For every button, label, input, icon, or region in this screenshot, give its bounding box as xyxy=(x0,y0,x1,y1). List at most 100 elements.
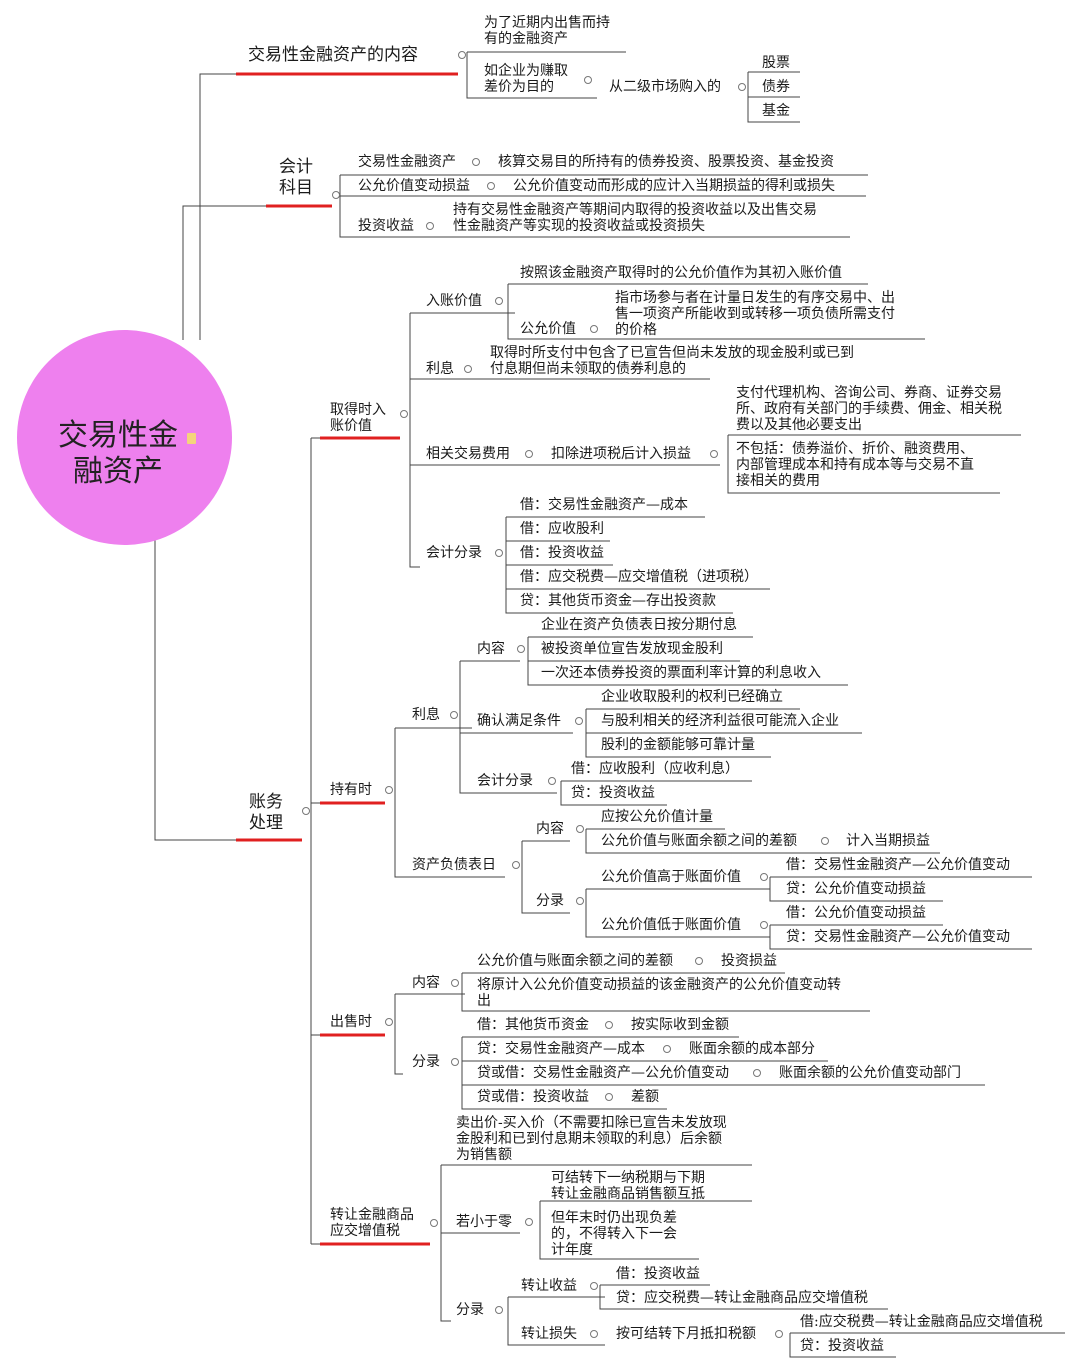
entry-credit-fvpl[interactable]: 贷：公允价值变动损益 xyxy=(786,881,926,897)
collapse-icon[interactable] xyxy=(517,645,525,653)
node-fv-change-desc[interactable]: 公允价值变动而形成的应计入当期损益的得利或损失 xyxy=(513,178,835,194)
node-sale-content[interactable]: 内容 xyxy=(412,975,440,991)
collapse-icon[interactable] xyxy=(821,837,829,845)
branch-accounts[interactable]: 会计 科目 xyxy=(279,157,313,198)
node-cond-measure[interactable]: 股利的金额能够可靠计量 xyxy=(601,737,755,753)
collapse-icon[interactable] xyxy=(584,76,592,84)
branch-content[interactable]: 交易性金融资产的内容 xyxy=(248,45,418,65)
node-fee-deduct[interactable]: 扣除进项税后计入损益 xyxy=(551,446,691,462)
collapse-icon[interactable] xyxy=(695,957,703,965)
collapse-icon[interactable] xyxy=(495,297,503,305)
node-acquisition[interactable]: 取得时入 账价值 xyxy=(330,402,386,434)
collapse-icon[interactable] xyxy=(576,825,584,833)
node-journal[interactable]: 会计分录 xyxy=(426,545,482,561)
entry-debit-tfa-fvchange[interactable]: 借：交易性金融资产—公允价值变动 xyxy=(786,857,1010,873)
node-interest-desc[interactable]: 取得时所支付中包含了已宣告但尚未发放的现金股利或已到 付息期但尚未领取的债券利息… xyxy=(490,345,854,377)
node-transfer-gain[interactable]: 转让收益 xyxy=(521,1278,577,1294)
collapse-icon[interactable] xyxy=(458,51,466,59)
node-investment-income[interactable]: 投资收益 xyxy=(358,218,414,234)
collapse-icon[interactable] xyxy=(430,1219,438,1227)
entry-credit-inv-income[interactable]: 贷：投资收益 xyxy=(800,1338,884,1354)
collapse-icon[interactable] xyxy=(332,191,340,199)
collapse-icon[interactable] xyxy=(576,897,584,905)
collapse-icon[interactable] xyxy=(738,83,746,91)
collapse-icon[interactable] xyxy=(464,365,472,373)
node-hold-interest[interactable]: 利息 xyxy=(412,707,440,723)
node-fv-lower[interactable]: 公允价值低于账面价值 xyxy=(601,917,741,933)
collapse-icon[interactable] xyxy=(385,786,393,794)
collapse-icon[interactable] xyxy=(426,222,434,230)
entry-debit-income[interactable]: 借：投资收益 xyxy=(520,545,604,561)
node-tfa[interactable]: 交易性金融资产 xyxy=(358,154,456,170)
root-node[interactable] xyxy=(17,330,232,545)
node-transaction-fees[interactable]: 相关交易费用 xyxy=(426,446,510,462)
node-cond-right[interactable]: 企业收取股利的权利已经确立 xyxy=(601,689,783,705)
collapse-icon[interactable] xyxy=(590,1282,598,1290)
collapse-icon[interactable] xyxy=(590,325,598,333)
entry-tfa-fvchange[interactable]: 贷或借：交易性金融资产—公允价值变动 xyxy=(477,1065,729,1081)
entry-credit-vat-payable[interactable]: 贷：应交税费—转让金融商品应交增值税 xyxy=(616,1290,868,1306)
node-tfa-desc[interactable]: 核算交易目的所持有的债券投资、股票投资、基金投资 xyxy=(498,154,834,170)
node-cash-dividend[interactable]: 被投资单位宣告发放现金股利 xyxy=(541,641,723,657)
collapse-icon[interactable] xyxy=(495,549,503,557)
node-balance-sheet-date[interactable]: 资产负债表日 xyxy=(412,857,496,873)
node-sale[interactable]: 出售时 xyxy=(330,1014,372,1030)
node-year-end[interactable]: 但年末时仍出现负差 的，不得转入下一会 计年度 xyxy=(551,1210,677,1258)
node-fv-change[interactable]: 公允价值变动损益 xyxy=(358,178,470,194)
node-stocks[interactable]: 股票 xyxy=(762,55,790,71)
collapse-icon[interactable] xyxy=(575,717,583,725)
entry-credit-tfa-fvchange[interactable]: 贷：交易性金融资产—公允价值变动 xyxy=(786,929,1010,945)
node-bs-content[interactable]: 内容 xyxy=(536,821,564,837)
node-fair-value-def[interactable]: 指市场参与者在计量日发生的有序交易中、出 售一项资产所能收到或转移一项负债所需支… xyxy=(615,290,895,338)
node-sale-diff[interactable]: 公允价值与账面余额之间的差额 xyxy=(477,953,673,969)
node-carry-deduct[interactable]: 按可结转下月抵扣税额 xyxy=(616,1326,756,1342)
node-short-term-sale[interactable]: 为了近期内出售而持 有的金融资产 xyxy=(484,15,610,47)
node-fv-higher[interactable]: 公允价值高于账面价值 xyxy=(601,869,741,885)
node-entry-rule[interactable]: 按照该金融资产取得时的公允价值作为其初入账价值 xyxy=(520,265,842,281)
collapse-icon[interactable] xyxy=(663,1045,671,1053)
collapse-icon[interactable] xyxy=(548,777,556,785)
entry-debit-fvpl[interactable]: 借：公允价值变动损益 xyxy=(786,905,926,921)
node-fee-exclude[interactable]: 不包括：债券溢价、折价、融资费用、 内部管理成本和持有成本等与交易不直 接相关的… xyxy=(736,441,974,489)
node-to-pl[interactable]: 计入当期损益 xyxy=(846,833,930,849)
collapse-icon[interactable] xyxy=(525,450,533,458)
entry-debit-vat[interactable]: 借：应交税费—应交增值税（进项税） xyxy=(520,569,758,585)
collapse-icon[interactable] xyxy=(487,182,495,190)
node-sale-entries[interactable]: 分录 xyxy=(412,1054,440,1070)
collapse-icon[interactable] xyxy=(590,1330,598,1338)
collapse-icon[interactable] xyxy=(775,1330,783,1338)
entry-credit-income[interactable]: 贷：投资收益 xyxy=(571,785,655,801)
collapse-icon[interactable] xyxy=(495,1306,503,1314)
collapse-icon[interactable] xyxy=(512,861,520,869)
node-fair-value[interactable]: 公允价值 xyxy=(520,321,576,337)
entry-credit-tfa-cost[interactable]: 贷：交易性金融资产—成本 xyxy=(477,1041,645,1057)
node-investment-income-desc[interactable]: 持有交易性金融资产等期间内取得的投资收益以及出售交易 性金融资产等实现的投资收益… xyxy=(453,202,817,234)
node-earn-spread[interactable]: 如企业为赚取 差价为目的 xyxy=(484,63,568,95)
collapse-icon[interactable] xyxy=(451,979,459,987)
node-vat[interactable]: 转让金融商品 应交增值税 xyxy=(330,1207,414,1239)
collapse-icon[interactable] xyxy=(753,1069,761,1077)
node-holding[interactable]: 持有时 xyxy=(330,782,372,798)
node-measure-fv[interactable]: 应按公允价值计量 xyxy=(601,809,713,825)
note-icon[interactable] xyxy=(187,433,196,444)
node-periodic-interest[interactable]: 企业在资产负债表日按分期付息 xyxy=(541,617,737,633)
collapse-icon[interactable] xyxy=(400,410,408,418)
node-funds[interactable]: 基金 xyxy=(762,103,790,119)
collapse-icon[interactable] xyxy=(451,1058,459,1066)
node-inv-gain-loss[interactable]: 投资损益 xyxy=(721,953,777,969)
node-cond-benefit[interactable]: 与股利相关的经济利益很可能流入企业 xyxy=(601,713,839,729)
node-bonds[interactable]: 债券 xyxy=(762,79,790,95)
collapse-icon[interactable] xyxy=(760,921,768,929)
collapse-icon[interactable] xyxy=(605,1093,613,1101)
collapse-icon[interactable] xyxy=(605,1021,613,1029)
entry-debit-tfa-cost[interactable]: 借：交易性金融资产—成本 xyxy=(520,497,688,513)
node-sales-amount[interactable]: 卖出价-买入价（不需要扣除已宣告未发放现 金股利和已到付息期未领取的利息）后余额… xyxy=(456,1115,727,1163)
collapse-icon[interactable] xyxy=(760,873,768,881)
entry-investment-income[interactable]: 贷或借：投资收益 xyxy=(477,1089,589,1105)
node-actual-received[interactable]: 按实际收到金额 xyxy=(631,1017,729,1033)
node-vat-entries[interactable]: 分录 xyxy=(456,1302,484,1318)
node-entry-value[interactable]: 入账价值 xyxy=(426,293,482,309)
branch-accounting[interactable]: 账务 处理 xyxy=(249,792,283,833)
node-transfer-fv[interactable]: 将原计入公允价值变动损益的该金融资产的公允价值变动转 出 xyxy=(477,977,841,1009)
node-bond-interest[interactable]: 一次还本债券投资的票面利率计算的利息收入 xyxy=(541,665,821,681)
